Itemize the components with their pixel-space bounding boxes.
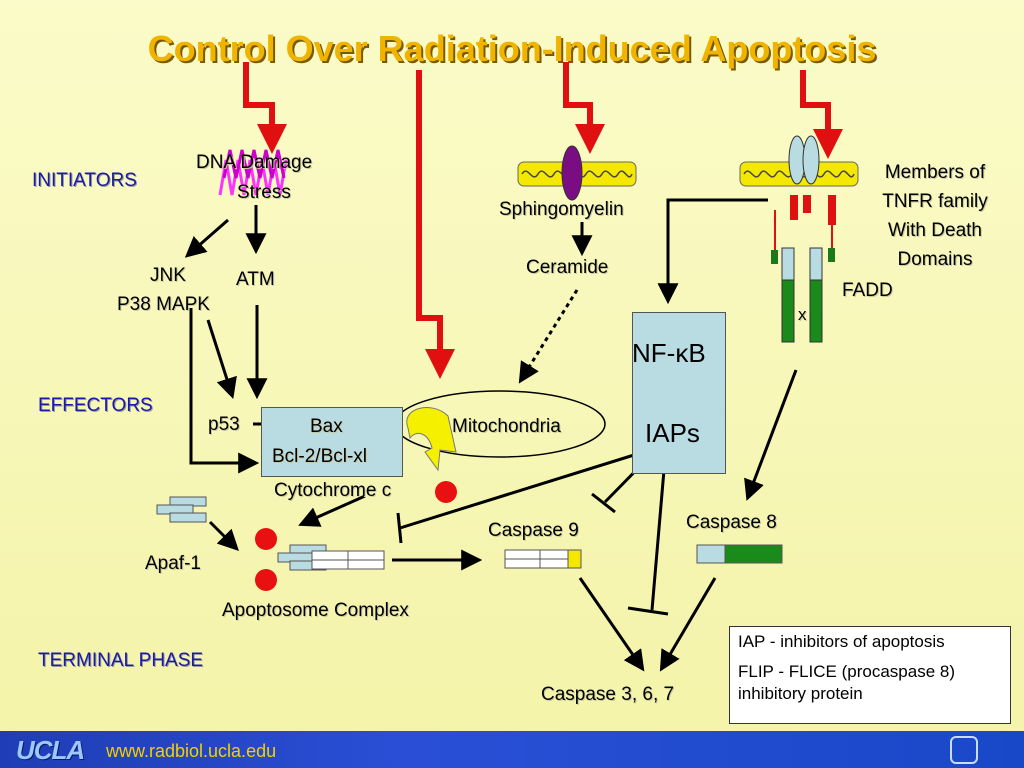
membrane-sphingomyelin-icon	[517, 145, 637, 201]
signal-arrows	[184, 198, 798, 672]
label-dna-damage: DNA Damage	[196, 152, 313, 173]
label-tnfr-4: Domains	[897, 249, 973, 270]
membrane-tnfr-icon	[739, 135, 859, 343]
apaf1-blocks	[156, 496, 207, 523]
label-tnfr-3: With Death	[888, 220, 982, 241]
dna-zigzag-icon	[218, 149, 288, 196]
nav-button-icon[interactable]	[950, 736, 978, 764]
label-tnfr-1: Members of	[884, 162, 986, 183]
section-initiators: INITIATORS	[32, 170, 137, 191]
radiation-arrows	[243, 62, 843, 379]
label-tnfr-2: TNFR family	[882, 191, 988, 212]
label-p53: p53	[208, 414, 240, 435]
nfkb-iaps-box	[632, 312, 726, 474]
label-cytochrome-c: Cytochrome c	[274, 480, 392, 501]
cytochrome-release-icon	[406, 407, 457, 472]
label-x: x	[798, 305, 807, 324]
ucla-logo: UCLA	[16, 735, 85, 765]
label-ceramide: Ceramide	[526, 257, 609, 278]
section-effectors: EFFECTORS	[38, 395, 153, 416]
label-mitochondria: Mitochondria	[452, 416, 561, 437]
label-p38: P38 MAPK	[117, 294, 210, 315]
legend-box: IAP - inhibitors of apoptosis FLIP - FLI…	[729, 626, 1011, 724]
label-jnk: JNK	[150, 265, 186, 286]
caspase8-blocks	[696, 544, 783, 564]
label-fadd: FADD	[842, 280, 893, 301]
caspase9-blocks	[504, 549, 582, 569]
footer-url[interactable]: www.radbiol.ucla.edu	[106, 741, 277, 761]
label-caspase8: Caspase 8	[686, 512, 777, 533]
label-caspase367: Caspase 3, 6, 7	[541, 684, 675, 705]
legend-flip: FLIP - FLICE (procaspase 8) inhibitory p…	[738, 662, 955, 703]
label-apoptosome: Apoptosome Complex	[222, 600, 409, 621]
page-title: Control Over Radiation-Induced Apoptosis	[147, 28, 877, 69]
label-atm: ATM	[236, 269, 275, 290]
section-terminal: TERMINAL PHASE	[38, 650, 204, 671]
label-stress: Stress	[237, 182, 291, 203]
label-apaf1: Apaf-1	[145, 553, 201, 574]
footer-bar	[0, 731, 1024, 768]
label-iaps: IAPs	[645, 418, 700, 448]
label-sphingomyelin: Sphingomyelin	[499, 199, 624, 220]
label-caspase9: Caspase 9	[488, 520, 579, 541]
label-bax: Bax	[310, 416, 343, 437]
bax-bcl2-box	[261, 407, 403, 477]
label-bcl2: Bcl-2/Bcl-xl	[272, 446, 368, 467]
apoptosome-blocks	[277, 544, 385, 571]
label-nfkb: NF-κB	[632, 338, 706, 368]
inhibition-lines	[396, 448, 669, 616]
cytochrome-dots	[255, 481, 457, 591]
legend-iap: IAP - inhibitors of apoptosis	[738, 632, 945, 651]
